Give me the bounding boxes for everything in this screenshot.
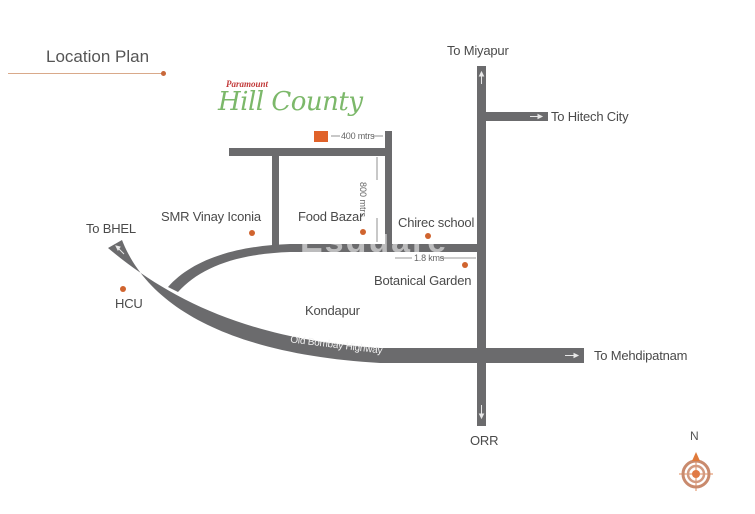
label-botanical-garden: Botanical Garden	[374, 273, 472, 288]
label-smr-vinay-iconia: SMR Vinay Iconia	[161, 209, 261, 224]
label-to-mehdipatnam: To Mehdipatnam	[594, 348, 688, 363]
watermark: Esquare	[300, 222, 449, 260]
road-middle-curve	[168, 244, 482, 292]
compass-north-label: N	[690, 429, 699, 443]
road-left-vertical	[272, 152, 279, 247]
label-to-bhel: To BHEL	[86, 221, 136, 236]
label-to-hitech-city: To Hitech City	[551, 109, 629, 124]
label-hcu: HCU	[115, 296, 143, 311]
title-underline	[8, 73, 164, 74]
label-kondapur: Kondapur	[305, 303, 360, 318]
marker-botanical-garden	[462, 262, 468, 268]
project-logo: Hill County	[218, 87, 363, 117]
road-800m-vertical	[385, 131, 392, 247]
page-title: Location Plan	[46, 47, 150, 66]
title-underline-dot	[161, 71, 166, 76]
marker-chirec-school	[425, 233, 431, 239]
project-brand: Paramount	[226, 79, 269, 89]
marker-hcu	[120, 286, 126, 292]
marker-food-bazar	[360, 229, 366, 235]
direction-arrows	[115, 70, 580, 420]
project-site-marker	[314, 131, 328, 142]
distance-1-8km: 1.8 kms	[414, 253, 445, 263]
road-top-horizontal	[229, 148, 392, 156]
label-orr: ORR	[470, 433, 499, 448]
marker-smr-vinay-iconia	[249, 230, 255, 236]
road-old-bombay-highway	[108, 240, 584, 363]
compass-icon	[679, 452, 713, 491]
label-food-bazar: Food Bazar	[298, 209, 364, 224]
label-to-miyapur: To Miyapur	[447, 43, 509, 58]
road-hitech-city	[481, 112, 548, 121]
label-chirec-school: Chirec school	[398, 215, 475, 230]
distance-400m: 400 mtrs	[341, 131, 375, 141]
